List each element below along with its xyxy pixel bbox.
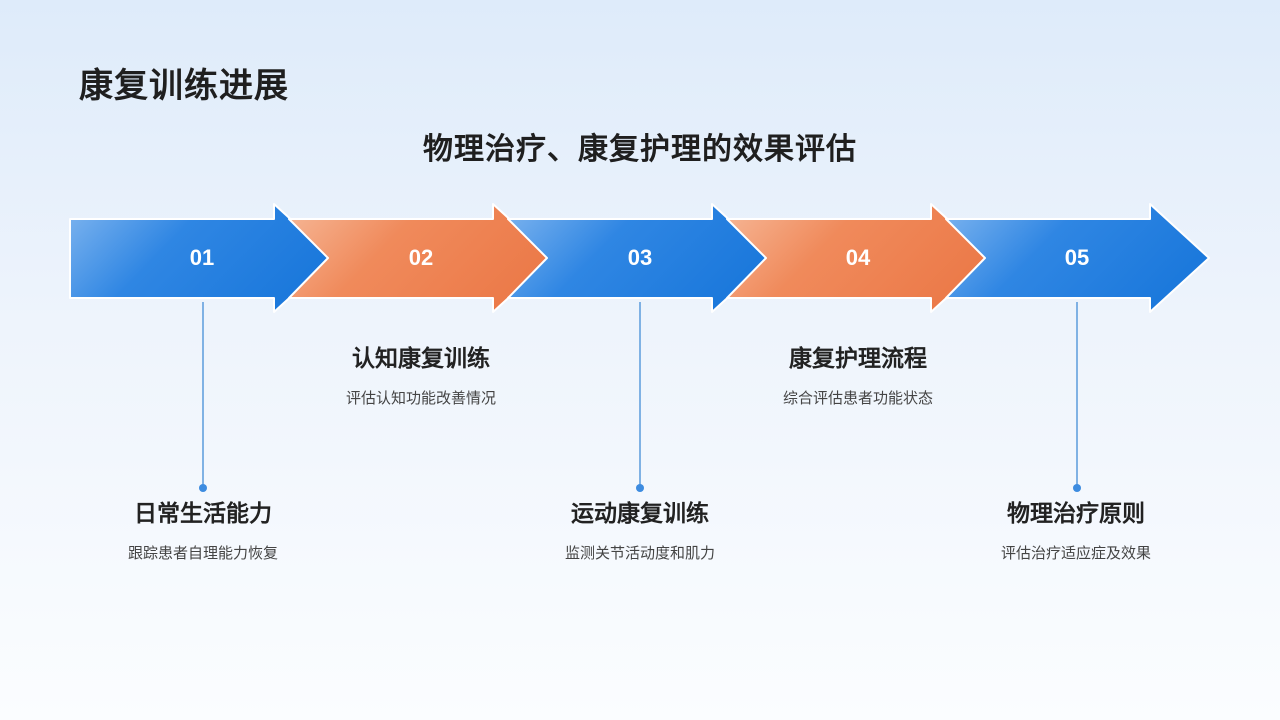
connector-dot-05 [1073, 484, 1081, 492]
step-item-05: 物理治疗原则 评估治疗适应症及效果 [926, 499, 1226, 563]
step-description-02: 评估认知功能改善情况 [345, 389, 496, 407]
step-title-01: 日常生活能力 [134, 501, 272, 527]
arrow-step-04: 04 [726, 203, 991, 313]
step-description-05: 评估治疗适应症及效果 [1000, 544, 1151, 562]
arrow-step-01: 01 [69, 203, 334, 313]
arrow-step-05: 05 [945, 203, 1210, 313]
arrow-step-02: 02 [288, 203, 553, 313]
connector-dot-01 [199, 484, 207, 492]
step-item-04: 康复护理流程 综合评估患者功能状态 [708, 344, 1008, 408]
step-item-03: 运动康复训练 监测关节活动度和肌力 [490, 499, 790, 563]
arrow-step-03: 03 [507, 203, 772, 313]
connector-05 [1073, 302, 1081, 492]
step-number-01: 01 [190, 245, 214, 270]
step-item-01: 日常生活能力 跟踪患者自理能力恢复 [53, 499, 353, 563]
connector-dot-03 [636, 484, 644, 492]
page-title: 康复训练进展 [79, 66, 289, 106]
subtitle: 物理治疗、康复护理的效果评估 [423, 132, 857, 167]
arrow-shape-04 [726, 203, 991, 313]
connector-03 [636, 302, 644, 492]
arrow-shape-02 [288, 203, 553, 313]
step-number-02: 02 [409, 245, 433, 270]
step-number-05: 05 [1065, 245, 1089, 270]
arrow-shape-03 [507, 203, 772, 313]
connector-01 [199, 302, 207, 492]
step-item-02: 认知康复训练 评估认知功能改善情况 [271, 344, 571, 408]
step-title-03: 运动康复训练 [571, 501, 709, 527]
step-title-05: 物理治疗原则 [1007, 501, 1145, 527]
step-title-04: 康复护理流程 [789, 346, 927, 372]
arrow-shape-05 [945, 203, 1210, 313]
step-number-04: 04 [846, 245, 871, 270]
step-description-01: 跟踪患者自理能力恢复 [127, 544, 278, 562]
step-title-02: 认知康复训练 [352, 346, 490, 372]
step-description-03: 监测关节活动度和肌力 [564, 544, 715, 562]
step-number-03: 03 [628, 245, 652, 270]
step-description-04: 综合评估患者功能状态 [782, 389, 933, 407]
